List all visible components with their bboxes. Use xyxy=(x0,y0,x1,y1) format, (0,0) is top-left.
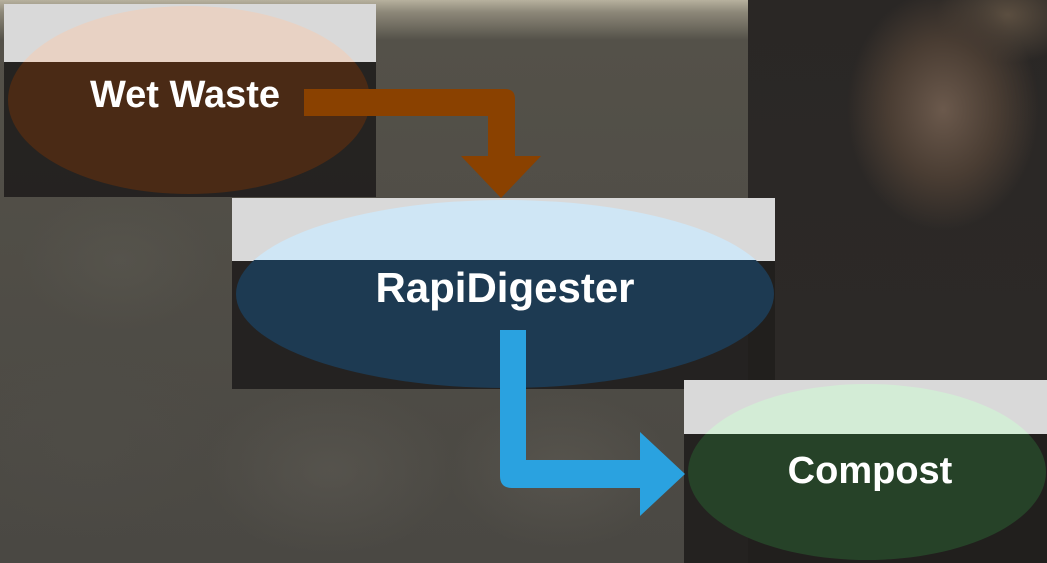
compost-ellipse xyxy=(688,384,1046,560)
rapidigester-ellipse xyxy=(236,200,774,388)
wet-waste-ellipse xyxy=(8,6,370,194)
compost-ellipse-top xyxy=(688,384,1046,434)
compost-label: Compost xyxy=(787,450,953,492)
wet-waste-ellipse-top xyxy=(8,6,370,62)
rapidigester-label: RapiDigester xyxy=(375,264,635,311)
compost-ellipse-bottom xyxy=(688,434,1046,560)
wet-waste-ellipse-bottom xyxy=(8,62,370,194)
wet-waste-label: Wet Waste xyxy=(89,74,281,116)
rapidigester-to-compost-arrow xyxy=(500,330,685,516)
wet-waste-to-rapidigester-arrow xyxy=(304,89,541,198)
rapidigester-ellipse-top xyxy=(236,200,774,260)
